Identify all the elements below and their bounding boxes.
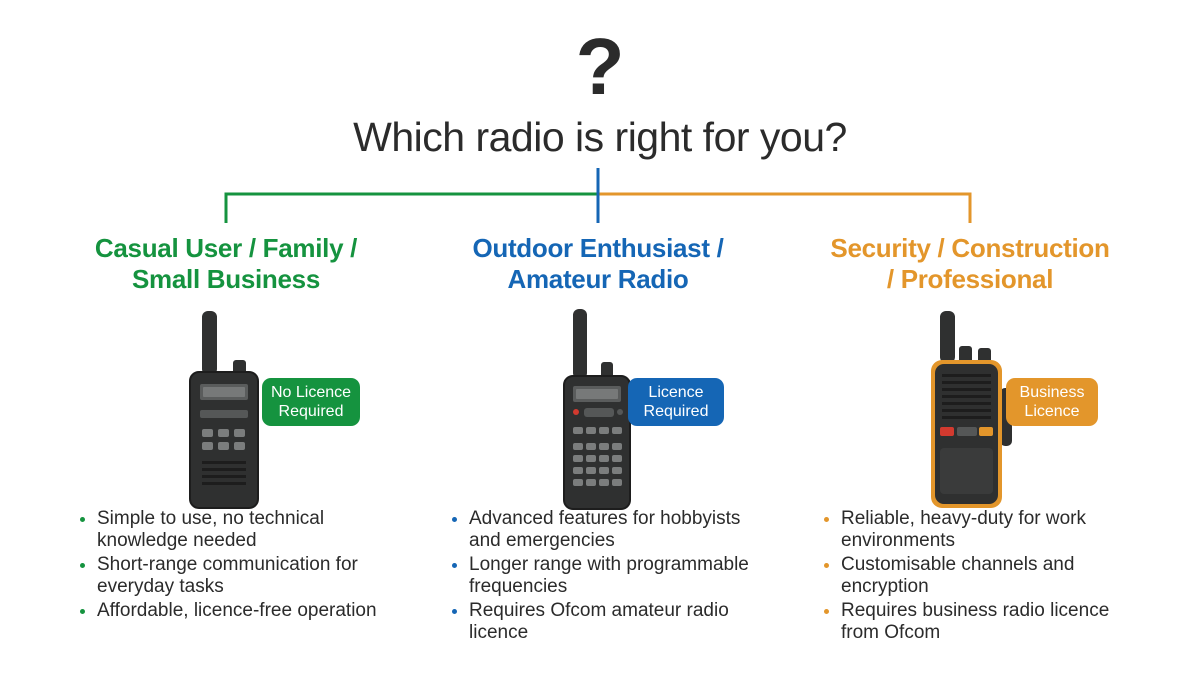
list-item-line: Customisable channels and xyxy=(841,554,1075,575)
list-item-line: and emergencies xyxy=(469,530,615,551)
bullet-dot-icon xyxy=(824,563,829,568)
badge-line: Required xyxy=(643,403,709,420)
badge-line: Licence xyxy=(648,384,704,401)
list-item-line: Requires business radio licence xyxy=(841,600,1110,621)
badge-line: Required xyxy=(278,403,344,420)
bullet-dot-icon xyxy=(452,563,457,568)
list-item-line: knowledge needed xyxy=(97,530,257,551)
licence-badge-business: Business Licence xyxy=(1006,378,1098,426)
list-item-line: environments xyxy=(841,530,956,551)
column-title-casual: Casual User / Family / Small Business xyxy=(60,233,392,295)
question-mark-icon: ? xyxy=(575,22,625,111)
column-title-line: Small Business xyxy=(132,264,320,294)
list-item-line: Requires Ofcom amateur radio xyxy=(469,600,729,621)
list-item-line: from Ofcom xyxy=(841,622,941,643)
walkie-talkie-icon xyxy=(186,308,276,513)
list-item-line: Longer range with programmable xyxy=(469,554,749,575)
column-title-outdoor: Outdoor Enthusiast / Amateur Radio xyxy=(432,233,764,295)
rugged-walkie-talkie-icon xyxy=(926,308,1016,514)
column-title-professional: Security / Construction / Professional xyxy=(800,233,1140,295)
column-title-line: Outdoor Enthusiast / xyxy=(472,233,724,263)
list-item-line: frequencies xyxy=(469,576,568,597)
column-title-line: Amateur Radio xyxy=(507,264,689,294)
badge-line: Business xyxy=(1019,384,1085,401)
licence-badge-none: No Licence Required xyxy=(262,378,360,426)
bullet-dot-icon xyxy=(80,563,85,568)
bullet-dot-icon xyxy=(80,609,85,614)
list-item-line: Advanced features for hobbyists xyxy=(469,508,741,529)
list-item: Affordable, licence-free operation xyxy=(80,600,400,622)
bullet-dot-icon xyxy=(452,517,457,522)
list-item-line: encryption xyxy=(841,576,929,597)
column-title-line: / Professional xyxy=(886,264,1054,294)
decision-tree-connectors xyxy=(224,168,972,223)
bullet-dot-icon xyxy=(80,517,85,522)
bullet-dot-icon xyxy=(452,609,457,614)
bullet-dot-icon xyxy=(824,517,829,522)
licence-badge-amateur: Licence Required xyxy=(628,378,724,426)
list-item-line: Short-range communication for xyxy=(97,554,358,575)
page-title: Which radio is right for you? xyxy=(353,114,847,160)
badge-line: No Licence xyxy=(270,384,352,401)
list-item-line: everyday tasks xyxy=(97,576,224,597)
list-item-line: Affordable, licence-free operation xyxy=(97,600,377,621)
list-item-line: Reliable, heavy-duty for work xyxy=(841,508,1086,529)
list-item-line: licence xyxy=(469,622,529,643)
badge-line: Licence xyxy=(1024,403,1080,420)
list-item-line: Simple to use, no technical xyxy=(97,508,325,529)
bullet-dot-icon xyxy=(824,609,829,614)
column-title-line: Security / Construction xyxy=(830,233,1110,263)
column-title-line: Casual User / Family / xyxy=(94,233,358,263)
walkie-talkie-icon xyxy=(560,306,650,514)
